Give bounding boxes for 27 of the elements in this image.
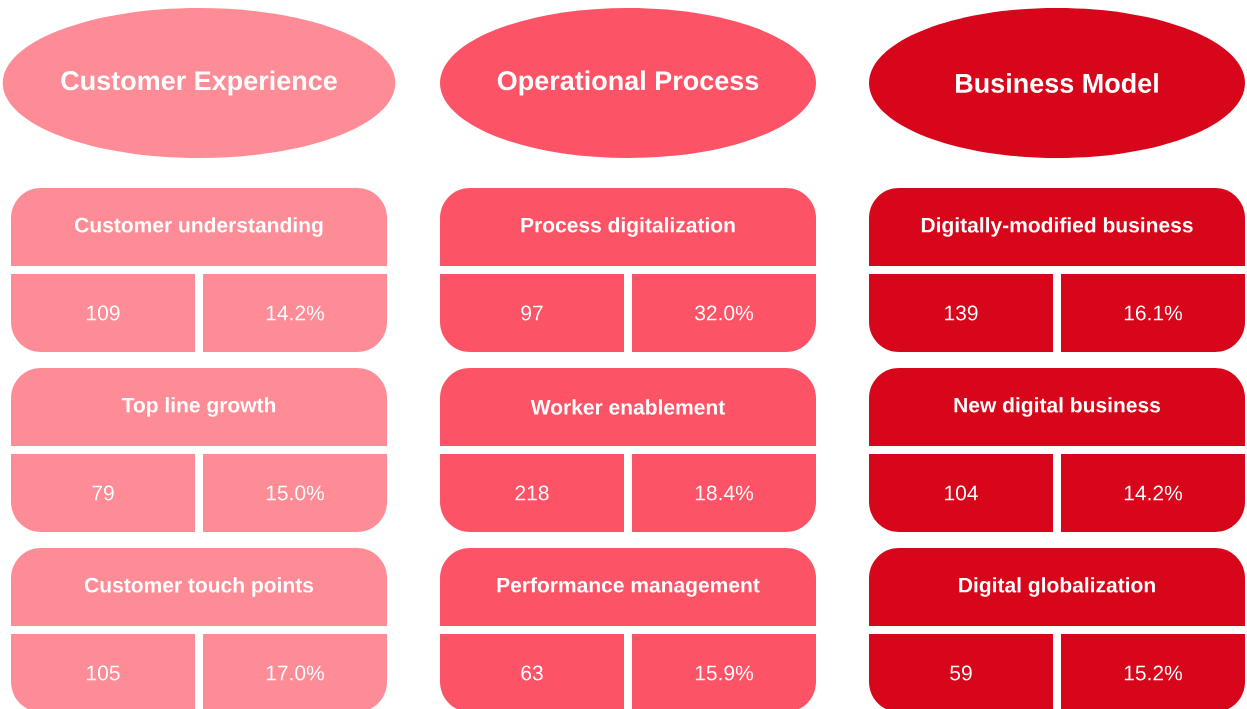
percentage-cell: 15.0%: [203, 454, 387, 532]
percentage-cell: 18.4%: [632, 454, 816, 532]
card-header: Process digitalization: [440, 188, 816, 266]
value-cell: 105: [11, 634, 195, 709]
card-header: Customer understanding: [11, 188, 387, 266]
card-header: Customer touch points: [11, 548, 387, 626]
value-cell: 79: [11, 454, 195, 532]
value-cell: 104: [869, 454, 1053, 532]
card-header: Worker enablement: [440, 368, 816, 446]
card-header: Performance management: [440, 548, 816, 626]
card-header: Digitally-modified business: [869, 188, 1245, 266]
percentage-cell: 15.2%: [1061, 634, 1245, 709]
percentage-cell: 14.2%: [203, 274, 387, 352]
percentage-cell: 14.2%: [1061, 454, 1245, 532]
card-header: Top line growth: [11, 368, 387, 446]
value-cell: 139: [869, 274, 1053, 352]
card-header: Digital globalization: [869, 548, 1245, 626]
value-cell: 218: [440, 454, 624, 532]
value-cell: 97: [440, 274, 624, 352]
value-cell: 59: [869, 634, 1053, 709]
percentage-cell: 15.9%: [632, 634, 816, 709]
percentage-cell: 32.0%: [632, 274, 816, 352]
percentage-cell: 16.1%: [1061, 274, 1245, 352]
value-cell: 63: [440, 634, 624, 709]
percentage-cell: 17.0%: [203, 634, 387, 709]
card-header: New digital business: [869, 368, 1245, 446]
value-cell: 109: [11, 274, 195, 352]
